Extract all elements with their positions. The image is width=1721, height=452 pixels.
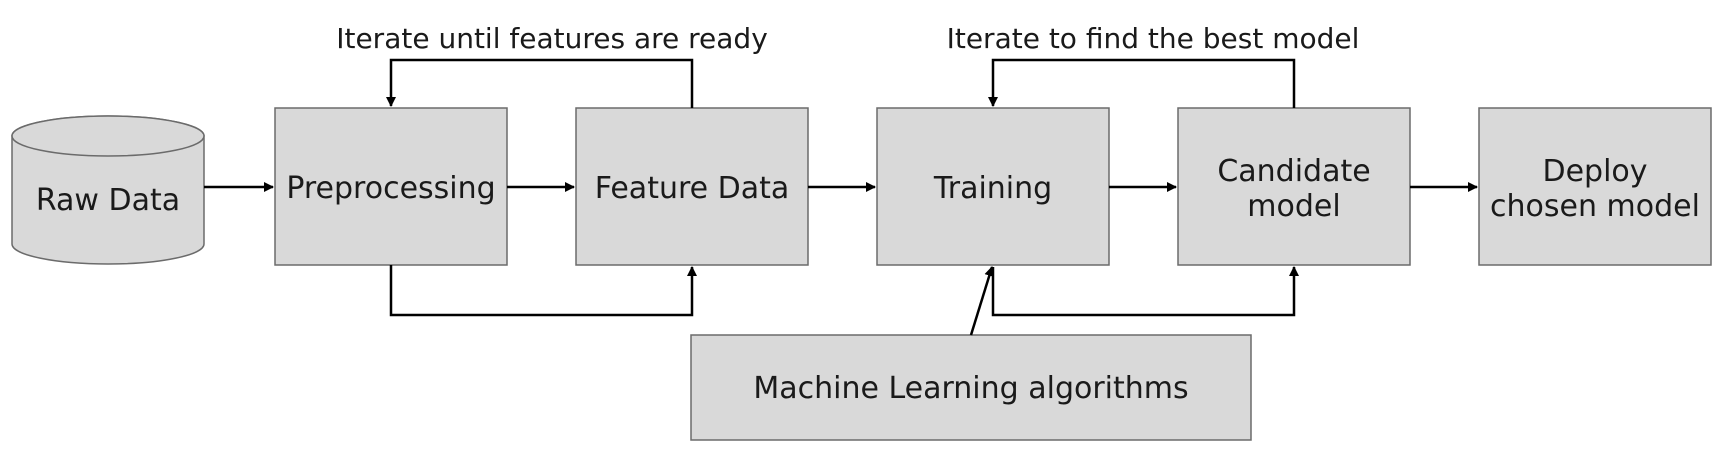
- preprocessing-box: Preprocessing: [274, 107, 508, 266]
- feature-data-box: Feature Data: [575, 107, 809, 266]
- loop-label-features: Iterate until features are ready: [336, 22, 768, 55]
- candidate-model-label-line1: Candidate: [1217, 154, 1370, 189]
- deploy-box: Deploy chosen model: [1478, 107, 1712, 266]
- loop-arrow-feature-to-preprocessing: [386, 58, 694, 108]
- training-box: Training: [876, 107, 1110, 266]
- arrow-ml-algorithms-to-training: [969, 266, 995, 336]
- candidate-model-box: Candidate model: [1177, 107, 1411, 266]
- feature-data-label: Feature Data: [595, 171, 790, 206]
- bottom-arrow-preprocessing-to-feature: [389, 265, 697, 317]
- loop-label-model: Iterate to find the best model: [947, 22, 1360, 55]
- loop-arrow-candidate-to-training: [988, 58, 1296, 108]
- raw-data-database: Raw Data: [11, 115, 205, 265]
- deploy-label-line1: Deploy: [1542, 154, 1647, 189]
- raw-data-label: Raw Data: [36, 183, 180, 218]
- candidate-model-label-line2: model: [1247, 189, 1340, 224]
- preprocessing-label: Preprocessing: [286, 171, 495, 206]
- database-cylinder-top: [11, 115, 205, 157]
- training-label: Training: [933, 171, 1052, 206]
- ml-algorithms-label: Machine Learning algorithms: [753, 371, 1188, 406]
- bottom-arrow-training-to-candidate: [991, 266, 1299, 317]
- deploy-label-line2: chosen model: [1490, 189, 1700, 224]
- ml-algorithms-box: Machine Learning algorithms: [690, 334, 1252, 441]
